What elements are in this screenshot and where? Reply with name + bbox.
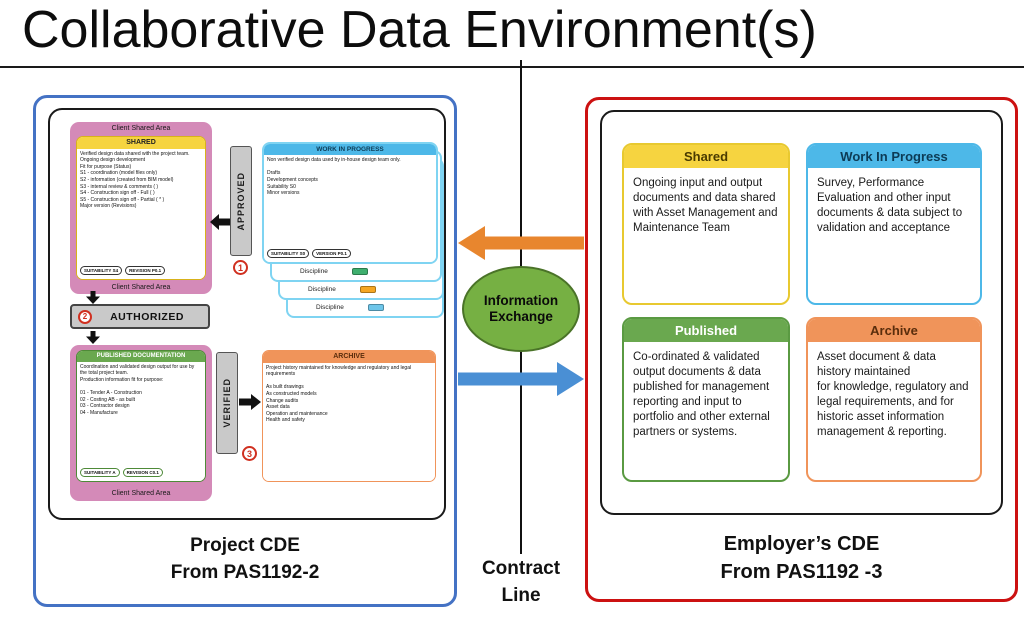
discipline-label-2: Discipline [308, 286, 336, 293]
suitability-pill: SUITABILITY S0 [267, 249, 310, 258]
employers-archive-card-body: Asset document & data history maintained… [817, 351, 969, 438]
contract-line-caption: Contract Line [446, 556, 596, 609]
approved-bar-label: APPROVED [236, 171, 246, 231]
employers-cde-panel [585, 97, 1018, 602]
client-shared-area-bottom-footer: Client Shared Area [111, 490, 171, 497]
employers-cde-caption-line1: Employer’s CDE [723, 533, 880, 555]
discipline-chip-orange [360, 286, 376, 293]
verified-bar: VERIFIED [216, 352, 238, 454]
employers-published-card: Published Co-ordinated & validated outpu… [622, 317, 790, 482]
project-cde-panel [33, 95, 457, 607]
approved-bar: APPROVED [230, 146, 252, 256]
contract-line-caption-line1: Contract [481, 558, 561, 579]
verified-bar-label: VERIFIED [222, 378, 232, 428]
archive-box-body: Project history maintained for knowledge… [263, 362, 435, 481]
employers-published-card-title: Published [624, 319, 788, 342]
work-in-progress-body: Non verified design data used by in-hous… [264, 155, 436, 247]
suitability-pill: SUITABILITY A [80, 468, 120, 477]
published-documentation-title: PUBLISHED DOCUMENTATION [77, 351, 205, 362]
shared-box: SHARED Verified design data shared with … [76, 136, 206, 280]
work-in-progress-pills: SUITABILITY S0 VERSION P0.1 [264, 247, 436, 262]
employers-wip-card-title: Work In Progress [808, 145, 980, 168]
information-exchange-node: Information Exchange [462, 266, 580, 352]
revision-pill: REVISION P0.1 [125, 266, 166, 275]
information-exchange-label: Information Exchange [483, 293, 559, 324]
published-documentation-body: Coordination and validated design output… [77, 361, 205, 466]
employers-wip-card-body: Survey, Performance Evaluation and other… [817, 177, 963, 234]
employers-wip-card: Work In Progress Survey, Performance Eva… [806, 143, 982, 305]
authorized-banner: 2 AUTHORIZED [70, 304, 210, 329]
discipline-chip-green [352, 268, 368, 275]
exchange-arrow-right-icon [458, 362, 584, 396]
work-in-progress-box: WORK IN PROGRESS Non verified design dat… [262, 142, 438, 264]
step-2-badge: 2 [78, 309, 92, 324]
authorized-label: AUTHORIZED [110, 310, 184, 323]
published-documentation-pills: SUITABILITY A REVISION C0.1 [77, 466, 205, 481]
exchange-arrow-left-icon [458, 226, 584, 260]
approved-arrow-left-icon [210, 214, 230, 230]
archive-box: ARCHIVE Project history maintained for k… [262, 350, 436, 482]
version-pill: VERSION P0.1 [312, 249, 351, 258]
client-shared-area-top-header: Client Shared Area [111, 125, 171, 132]
employers-cde-caption: Employer’s CDE From PAS1192 -3 [585, 530, 1018, 586]
archive-arrow-right-icon [239, 394, 261, 410]
step-2-number: 2 [82, 312, 88, 321]
step-1-number: 1 [237, 262, 243, 273]
shared-box-pills: SUITABILITY S4 REVISION P0.1 [77, 264, 205, 279]
published-arrow-down-icon [86, 331, 100, 344]
discipline-label-3: Discipline [316, 304, 344, 311]
step-3-badge: 3 [242, 446, 257, 461]
project-cde-caption-line2: From PAS1192-2 [170, 561, 320, 583]
employers-shared-card: Shared Ongoing input and output document… [622, 143, 790, 305]
project-cde-caption: Project CDE From PAS1192-2 [33, 533, 457, 586]
work-in-progress-title: WORK IN PROGRESS [264, 144, 436, 156]
revision-pill: REVISION C0.1 [122, 468, 163, 477]
employers-shared-card-title: Shared [624, 145, 788, 168]
archive-box-title: ARCHIVE [263, 351, 435, 363]
step-3-number: 3 [246, 448, 252, 459]
shared-box-body: Verified design data shared with the pro… [77, 148, 205, 264]
employers-cde-caption-line2: From PAS1192 -3 [720, 561, 883, 583]
contract-line-caption-line2: Line [501, 584, 541, 606]
employers-published-card-body: Co-ordinated & validated output document… [633, 351, 770, 438]
step-1-badge: 1 [233, 260, 248, 275]
authorized-arrow-down-icon [86, 291, 100, 304]
shared-box-title: SHARED [77, 137, 205, 149]
employers-archive-card-title: Archive [808, 319, 980, 342]
project-cde-caption-line1: Project CDE [190, 535, 300, 556]
discipline-label-1: Discipline [300, 268, 328, 275]
client-shared-area-top-footer: Client Shared Area [111, 284, 171, 291]
employers-shared-card-body: Ongoing input and output documents and d… [633, 177, 778, 234]
title-divider [0, 66, 1024, 68]
discipline-chip-blue [368, 304, 384, 311]
published-documentation-box: PUBLISHED DOCUMENTATION Coordination and… [76, 350, 206, 482]
suitability-pill: SUITABILITY S4 [80, 266, 123, 275]
employers-archive-card: Archive Asset document & data history ma… [806, 317, 982, 482]
page-title: Collaborative Data Environment(s) [22, 1, 817, 59]
